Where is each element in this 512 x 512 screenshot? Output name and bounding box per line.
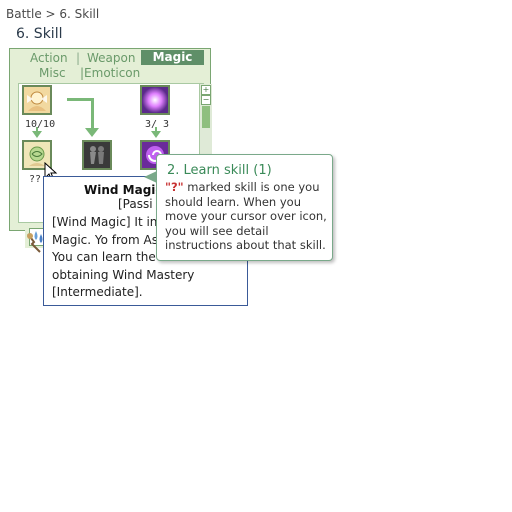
breadcrumb: Battle > 6. Skill	[6, 7, 100, 21]
cursor-staff-icon	[27, 233, 41, 253]
question-mark-highlight: "?"	[165, 180, 184, 194]
skill-connector	[155, 127, 157, 133]
page-title: 6. Skill	[16, 26, 63, 42]
skill-level: 3/ 3	[145, 119, 170, 130]
callout-body: "?" marked skill is one you should learn…	[165, 180, 330, 253]
tab-misc[interactable]: Misc	[39, 66, 66, 80]
tab-magic[interactable]: Magic	[141, 50, 204, 65]
tab-weapon[interactable]: Weapon	[87, 51, 136, 65]
shadow-figures-skill-icon[interactable]	[82, 140, 112, 170]
scroll-thumb[interactable]	[202, 106, 210, 128]
fairy-skill-icon[interactable]	[22, 85, 52, 115]
arrow-down-icon	[85, 128, 99, 137]
scroll-up-button[interactable]: +	[201, 85, 211, 95]
arrow-down-icon	[151, 131, 161, 138]
callout-title: 2. Learn skill (1)	[167, 163, 272, 178]
purple-magic-skill-icon[interactable]	[140, 85, 170, 115]
callout-text: marked skill is one you should learn. Wh…	[165, 180, 327, 252]
skill-connector	[91, 98, 94, 130]
arrow-down-icon	[32, 131, 42, 138]
tab-emoticon[interactable]: |Emoticon	[80, 66, 141, 80]
tooltip-title: Wind Magic	[84, 183, 163, 197]
skill-level: ??	[29, 174, 42, 185]
tab-action[interactable]: Action	[30, 51, 68, 65]
skill-connector	[67, 98, 93, 101]
skill-level: 10/10	[25, 119, 56, 130]
skill-connector	[36, 127, 38, 133]
callout-pointer	[144, 171, 157, 183]
instruction-callout: 2. Learn skill (1) "?" marked skill is o…	[144, 154, 333, 261]
scroll-down-button[interactable]: −	[201, 95, 211, 105]
skill-tabs: Action | Weapon Magic Misc |Emoticon	[10, 49, 210, 83]
tooltip-type: [Passi	[118, 197, 153, 211]
tab-separator: |	[76, 51, 81, 65]
